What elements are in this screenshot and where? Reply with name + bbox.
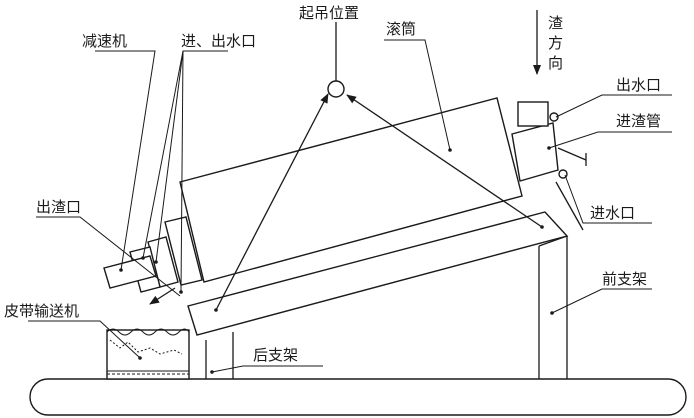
- ground-base: [29, 378, 687, 416]
- label-slag-direction-2: 方: [548, 34, 563, 52]
- label-slag-outlet: 出渣口: [36, 198, 81, 216]
- leader-lines: [28, 39, 672, 373]
- water-outlet-port: [549, 112, 559, 122]
- lifting-point: [215, 22, 543, 311]
- label-water-inlet: 进水口: [590, 204, 635, 222]
- label-water-in-out: 进、出水口: [181, 32, 256, 50]
- leader-dots: [119, 146, 554, 374]
- label-slag-direction-1: 渣: [548, 14, 563, 32]
- label-slag-inlet-pipe: 进渣管: [616, 112, 661, 130]
- front-support: [538, 181, 584, 379]
- slag-inlet-pipe: [511, 101, 587, 182]
- label-lifting-position: 起吊位置: [299, 4, 359, 22]
- label-rear-support: 后支架: [253, 346, 298, 364]
- label-front-support: 前支架: [602, 270, 647, 288]
- label-drum: 滚筒: [386, 20, 416, 38]
- drum: [179, 97, 523, 283]
- rear-support: [205, 332, 234, 379]
- belt-conveyor: [106, 328, 190, 380]
- inclined-frame-beam: [187, 211, 569, 336]
- label-water-outlet: 出水口: [616, 76, 661, 94]
- label-reducer: 减速机: [82, 32, 127, 50]
- discharge-arrow: [149, 287, 176, 305]
- label-belt-conveyor: 皮带输送机: [4, 302, 79, 320]
- label-slag-direction-3: 向: [548, 54, 563, 72]
- reducer: [129, 216, 203, 293]
